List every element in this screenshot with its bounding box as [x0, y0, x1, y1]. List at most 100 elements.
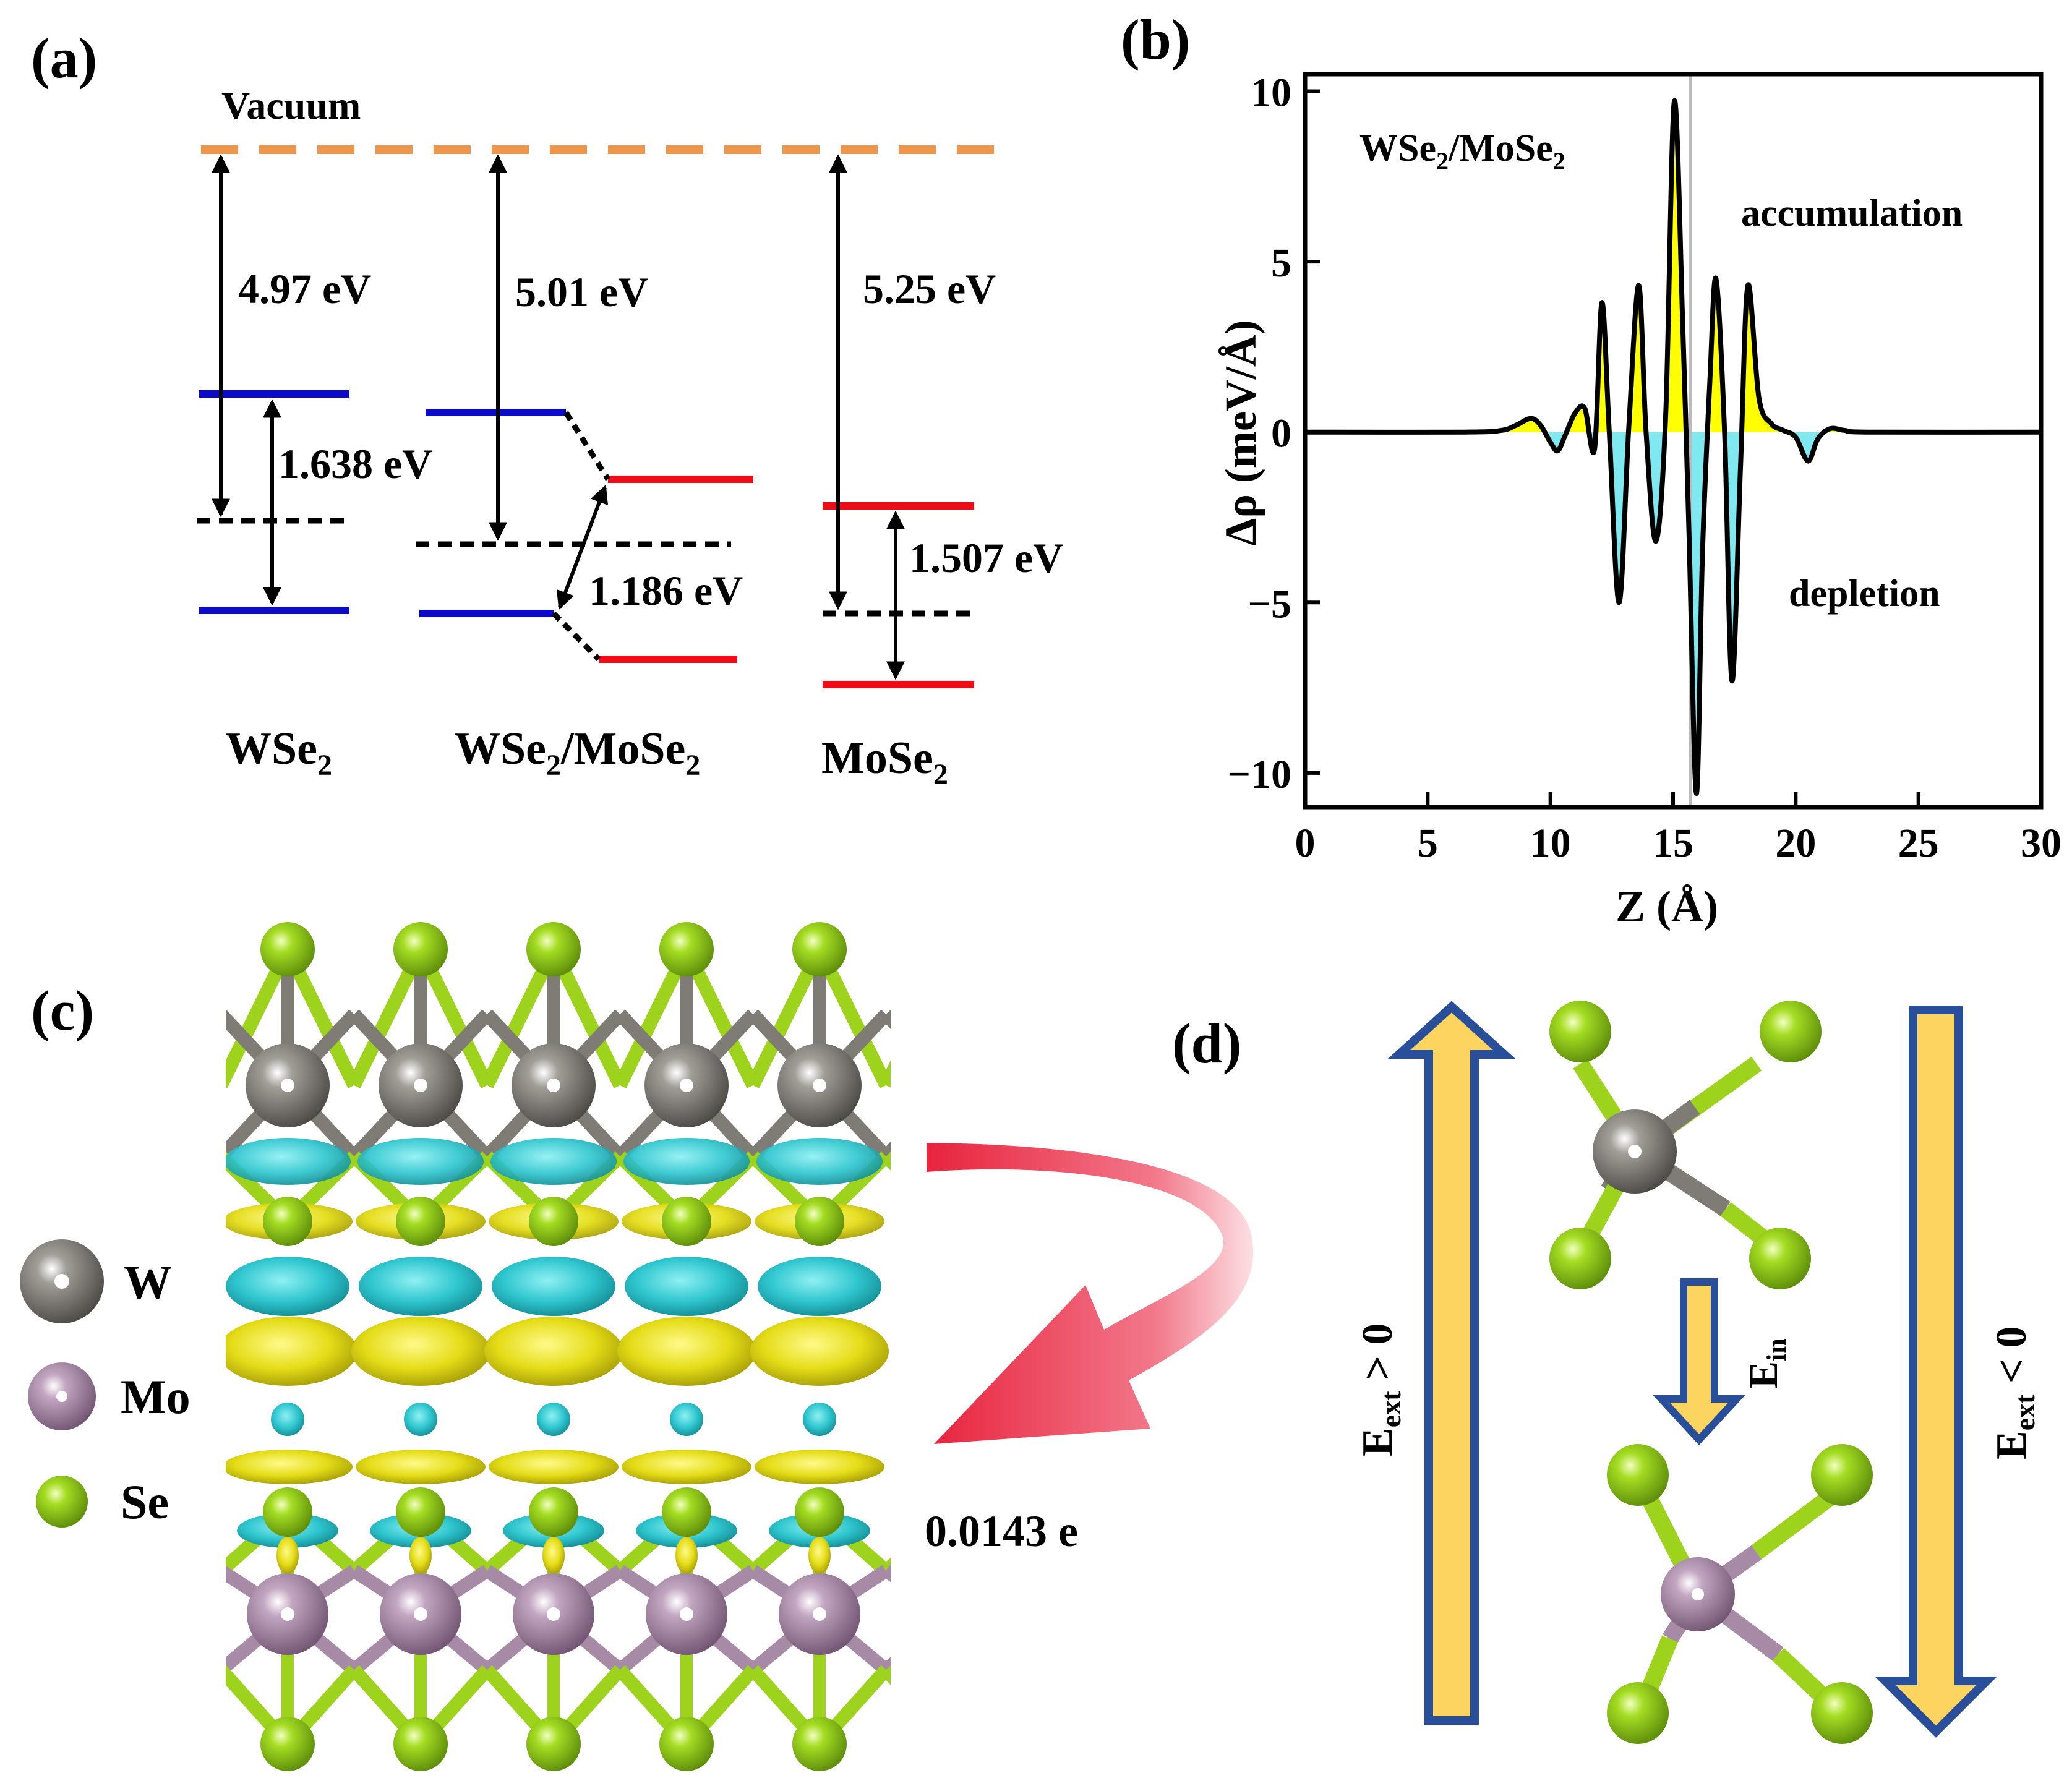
x-tick-label: 5: [1418, 821, 1438, 866]
se-atom-icon: [1749, 1228, 1811, 1289]
internal-field-label: Ein: [1741, 1338, 1792, 1388]
se-w-bond: [880, 1060, 891, 1088]
external-field-negative-label: Eext < 0: [1988, 1327, 2040, 1459]
legend-se-atom-icon: [36, 1476, 88, 1528]
w-se-bond: [155, 1085, 221, 1156]
accumulation-isosurface: [755, 1450, 884, 1484]
wse2-gap-value: 1.638 eV: [278, 440, 432, 487]
x-tick-label: 0: [1295, 821, 1316, 866]
se-atom: [792, 1717, 847, 1771]
accumulation-isosurface: [351, 1317, 490, 1386]
panel-b-label: (b): [1121, 8, 1190, 71]
label-mose2: MoSe2: [821, 733, 948, 791]
vacuum-label: Vacuum: [221, 83, 361, 127]
y-axis-label: Δρ (meV/Å): [1216, 320, 1265, 546]
se-atom: [795, 1487, 844, 1537]
label-wse2: WSe2: [226, 724, 332, 782]
se-atom: [260, 922, 315, 976]
legend-se-label: Se: [121, 1475, 169, 1529]
depletion-isosurface: [226, 1257, 349, 1316]
se-atom-icon: [1760, 1001, 1822, 1062]
panel-d-electric-field-schematic: (d) Eext > 0 Eext < 0 Ein: [1172, 1001, 2040, 1744]
y-tick-label: −5: [1248, 581, 1291, 626]
mo-se-bond: [953, 1614, 1019, 1670]
mo-atom-center: [680, 1607, 693, 1621]
se-atom-icon: [1607, 1682, 1669, 1744]
mo-atom-center: [414, 1607, 427, 1621]
external-field-positive-arrow: [1387, 1001, 1516, 1725]
panel-a-label: (a): [31, 27, 97, 90]
se-atom: [529, 1487, 578, 1537]
hetero-dotted-upper: [563, 411, 610, 481]
mo-se-bond: [155, 1571, 221, 1614]
depletion-isosurface: [756, 1138, 883, 1185]
w-se-bond: [953, 1014, 1019, 1085]
accumulation-isosurface: [226, 1450, 353, 1484]
x-axis-label: Z (Å): [1616, 882, 1718, 931]
se-w-bond: [953, 949, 1019, 1085]
se-mo-bond: [155, 1670, 221, 1744]
mose2-unit-structure: [1607, 1444, 1873, 1744]
se-atom: [662, 1487, 711, 1537]
depletion-isosurface: [492, 1257, 615, 1316]
series-delta-rho-line: [1304, 98, 2042, 796]
depletion-label: depletion: [1789, 573, 1940, 615]
wse2-workfunction-value: 4.97 eV: [238, 265, 371, 312]
w-atom-center: [414, 1079, 427, 1092]
se-atom: [260, 1717, 315, 1771]
depletion-isosurface: [758, 1257, 881, 1316]
y-tick-label: 10: [1251, 70, 1291, 116]
accumulation-isosurface: [489, 1450, 619, 1484]
accumulation-isosurface: [622, 1450, 751, 1484]
panel-c-label: (c): [31, 979, 94, 1042]
depletion-isosurface: [803, 1403, 836, 1436]
w-se-bond: [881, 1009, 891, 1030]
internal-field-arrow: [1653, 1278, 1745, 1445]
mo-se-bond: [155, 1614, 221, 1670]
se-atom-icon: [1811, 1444, 1873, 1506]
accumulation-label: accumulation: [1741, 192, 1963, 234]
isosurfaces: [226, 1138, 889, 1574]
external-field-positive-label: Eext > 0: [1354, 1323, 1406, 1456]
depletion-isosurface: [623, 1138, 750, 1185]
x-tick-label: 25: [1898, 821, 1939, 866]
hetero-dotted-lower: [551, 611, 601, 662]
depletion-isosurface: [404, 1403, 437, 1436]
mose2-workfunction-value: 5.25 eV: [863, 265, 996, 312]
depletion-isosurface: [670, 1403, 703, 1436]
se-mo-bond: [953, 1670, 1019, 1744]
x-tick-label: 20: [1775, 821, 1816, 866]
accumulation-isosurface: [542, 1537, 565, 1574]
w-se-bond: [1019, 1014, 1086, 1085]
mose2-gap-value: 1.507 eV: [909, 534, 1063, 581]
mo-atom-center: [281, 1607, 294, 1621]
se-mo-bond: [1019, 1670, 1086, 1744]
accumulation-isosurface: [356, 1450, 486, 1484]
structure-atoms: [246, 922, 862, 1771]
se-w-bond: [226, 1079, 228, 1083]
charge-transfer-arrow: [927, 1143, 1254, 1444]
x-tick-label: 30: [2021, 821, 2061, 866]
se-atom: [659, 1717, 714, 1771]
y-tick-label: −10: [1227, 752, 1291, 797]
mo-atom-center: [547, 1607, 560, 1621]
plot-frame: [1303, 72, 2044, 810]
se-atom-icon: [1607, 1444, 1669, 1506]
x-tick-label: 10: [1530, 821, 1571, 866]
accumulation-isosurface: [276, 1537, 299, 1574]
se-atom: [393, 922, 448, 976]
wse2-unit-structure: [1549, 1001, 1822, 1289]
legend-mo-label: Mo: [121, 1370, 191, 1424]
depletion-isosurface: [357, 1138, 484, 1185]
w-se-bond: [1019, 1085, 1086, 1156]
mo-se-bond: [882, 1565, 891, 1583]
w-atom-center: [281, 1079, 294, 1092]
se-atom: [396, 1487, 445, 1537]
hetero-gap-value: 1.186 eV: [589, 567, 743, 614]
se-atom: [263, 1197, 312, 1246]
se-atom: [526, 1717, 581, 1771]
panel-a-band-alignment: (a) Vacuum 4.97 eV 1.638 eV 5.01 eV 1.18…: [31, 27, 1063, 791]
y-tick-label: 5: [1271, 241, 1291, 286]
se-atom: [393, 1717, 448, 1771]
